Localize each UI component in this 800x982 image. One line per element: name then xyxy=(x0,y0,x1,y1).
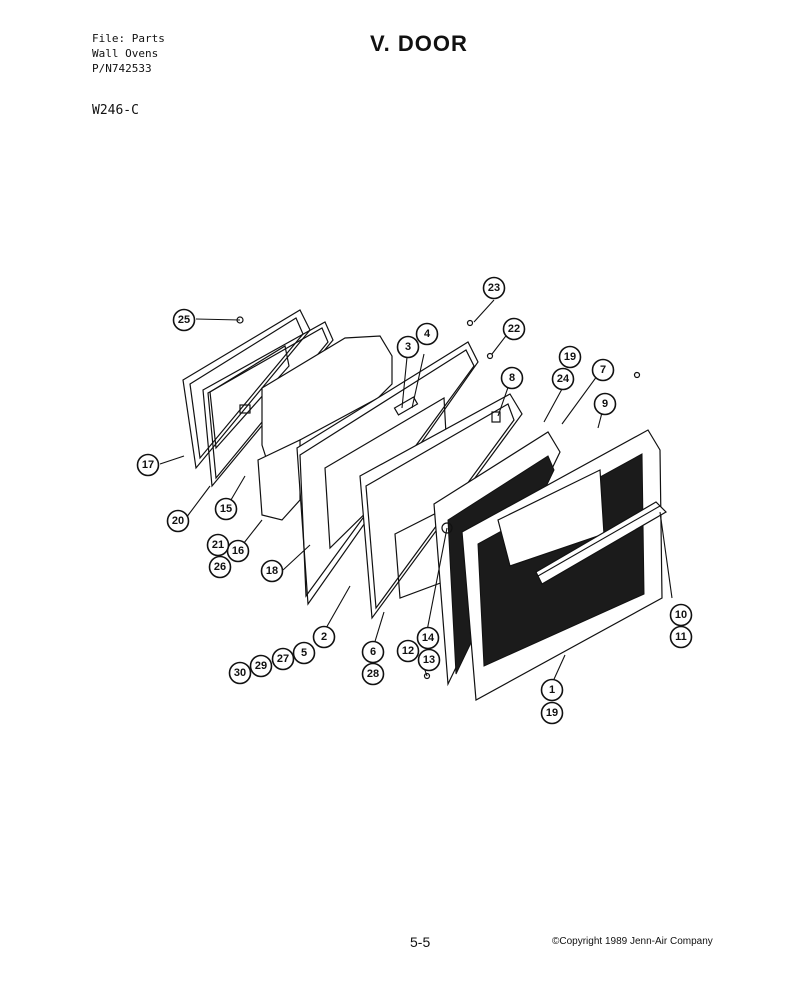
callout-19b: 19 xyxy=(540,701,564,725)
svg-text:26: 26 xyxy=(214,561,226,573)
svg-text:5: 5 xyxy=(301,647,307,659)
callout-21: 21 xyxy=(206,533,230,557)
page-title: V. DOOR xyxy=(370,31,468,56)
svg-text:4: 4 xyxy=(424,328,431,340)
svg-text:16: 16 xyxy=(232,545,244,557)
svg-text:7: 7 xyxy=(600,364,606,376)
callout-29: 29 xyxy=(249,654,273,678)
svg-text:30: 30 xyxy=(234,667,246,679)
svg-text:27: 27 xyxy=(277,653,289,665)
callout-19a: 19 xyxy=(558,345,582,369)
callout-8: 8 xyxy=(500,366,524,390)
callout-18: 18 xyxy=(260,559,284,583)
callout-27: 27 xyxy=(271,647,295,671)
svg-text:2: 2 xyxy=(321,631,327,643)
callout-11: 11 xyxy=(669,625,693,649)
callout-22: 22 xyxy=(502,317,526,341)
svg-text:3: 3 xyxy=(405,341,411,353)
callout-5: 5 xyxy=(292,641,316,665)
callout-1: 1 xyxy=(540,678,564,702)
callout-28: 28 xyxy=(361,662,385,686)
callout-14: 14 xyxy=(416,626,440,650)
callout-3: 3 xyxy=(396,335,420,359)
callout-13: 13 xyxy=(417,648,441,672)
callout-24: 24 xyxy=(551,367,575,391)
svg-text:9: 9 xyxy=(602,398,608,410)
leader-lines xyxy=(159,299,673,689)
callout-10: 10 xyxy=(669,603,693,627)
svg-text:14: 14 xyxy=(422,632,435,644)
svg-text:22: 22 xyxy=(508,323,520,335)
svg-text:1: 1 xyxy=(549,684,555,696)
svg-text:25: 25 xyxy=(178,314,190,326)
svg-text:11: 11 xyxy=(675,631,687,643)
callout-4: 4 xyxy=(415,322,439,346)
callout-7: 7 xyxy=(591,358,615,382)
file-label: File: Parts xyxy=(92,32,165,45)
callout-2: 2 xyxy=(312,625,336,649)
part-number-label: P/N742533 xyxy=(92,62,152,75)
callout-6: 6 xyxy=(361,640,385,664)
svg-text:18: 18 xyxy=(266,565,278,577)
callout-17: 17 xyxy=(136,453,160,477)
callout-26: 26 xyxy=(208,555,232,579)
model-number: W246-C xyxy=(92,103,139,118)
svg-text:12: 12 xyxy=(402,645,414,657)
svg-text:20: 20 xyxy=(172,515,184,527)
svg-text:15: 15 xyxy=(220,503,232,515)
svg-text:23: 23 xyxy=(488,282,500,294)
page-number: 5-5 xyxy=(410,934,431,950)
svg-text:13: 13 xyxy=(423,654,435,666)
svg-text:24: 24 xyxy=(557,373,570,385)
svg-text:28: 28 xyxy=(367,668,379,680)
callout-25: 25 xyxy=(172,308,196,332)
callout-20: 20 xyxy=(166,509,190,533)
svg-text:8: 8 xyxy=(509,372,515,384)
callout-16: 16 xyxy=(226,539,250,563)
part-gasket xyxy=(202,321,334,488)
svg-text:17: 17 xyxy=(142,459,154,471)
svg-text:29: 29 xyxy=(255,660,267,672)
category-label: Wall Ovens xyxy=(92,47,159,60)
callout-9: 9 xyxy=(593,392,617,416)
svg-text:10: 10 xyxy=(675,609,687,621)
svg-text:6: 6 xyxy=(370,646,376,658)
svg-text:19: 19 xyxy=(546,707,558,719)
callout-15: 15 xyxy=(214,497,238,521)
copyright-notice: ©Copyright 1989 Jenn-Air Company xyxy=(552,936,713,947)
svg-text:21: 21 xyxy=(212,539,224,551)
part-insulation xyxy=(257,335,393,521)
callout-23: 23 xyxy=(482,276,506,300)
part-handle xyxy=(535,501,667,585)
svg-text:19: 19 xyxy=(564,351,576,363)
callout-30: 30 xyxy=(228,661,252,685)
callout-12: 12 xyxy=(396,639,420,663)
